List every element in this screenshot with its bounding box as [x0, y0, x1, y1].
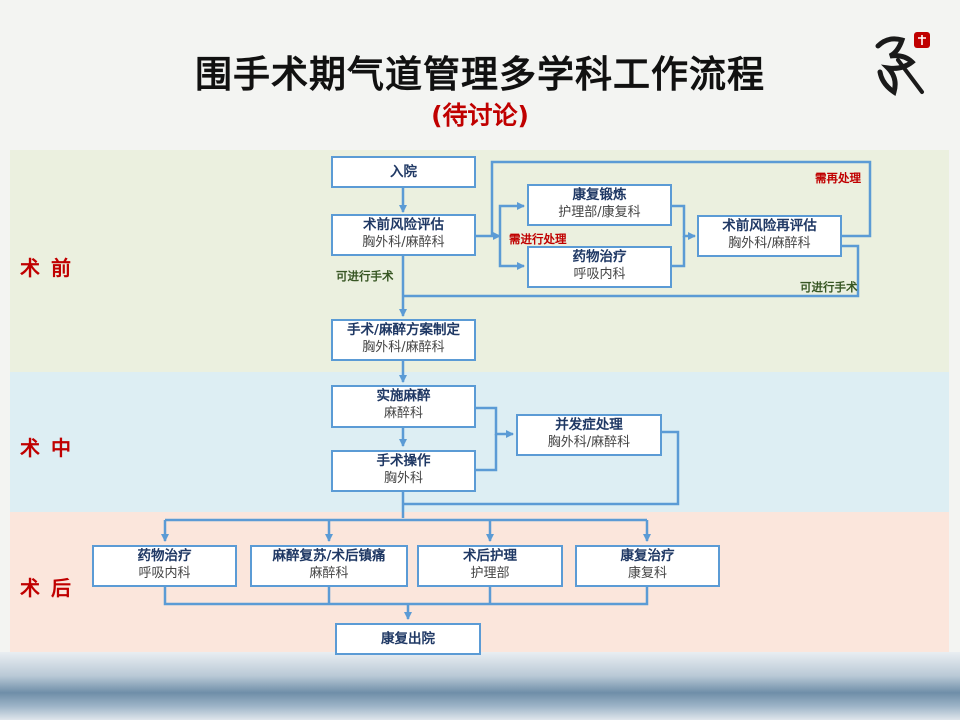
label-needs-treatment: 需进行处理 — [509, 232, 567, 246]
node-admission: 入院 — [331, 156, 476, 188]
page-title: 围手术期气道管理多学科工作流程 — [195, 53, 765, 96]
calligraphy-logo — [875, 32, 930, 96]
node-rehab-exercise: 康复锻炼 护理部/康复科 — [527, 184, 672, 226]
pre-op-band — [10, 150, 949, 372]
node-operation: 手术操作 胸外科 — [331, 450, 476, 492]
node-risk-assessment: 术前风险评估 胸外科/麻醉科 — [331, 214, 476, 256]
phase-label-pre: 术 前 — [20, 256, 73, 280]
node-rehab-therapy: 康复治疗 康复科 — [575, 545, 720, 587]
node-complication: 并发症处理 胸外科/麻醉科 — [516, 414, 662, 456]
node-drug-therapy-post: 药物治疗 呼吸内科 — [92, 545, 237, 587]
node-plan: 手术/麻醉方案制定 胸外科/麻醉科 — [331, 319, 476, 361]
node-anesthesia: 实施麻醉 麻醉科 — [331, 385, 476, 428]
page-subtitle: (待讨论) — [431, 101, 529, 130]
intra-op-band — [10, 372, 949, 512]
label-surgery-ok-2: 可进行手术 — [800, 280, 858, 294]
label-needs-retreat: 需再处理 — [815, 171, 861, 185]
node-nursing: 术后护理 护理部 — [417, 545, 563, 587]
node-discharge: 康复出院 — [335, 623, 481, 655]
node-risk-reassessment: 术前风险再评估 胸外科/麻醉科 — [697, 215, 842, 257]
node-recovery: 麻醉复苏/术后镇痛 麻醉科 — [250, 545, 408, 587]
phase-label-intra: 术 中 — [20, 436, 73, 460]
phase-label-post: 术 后 — [20, 576, 73, 600]
label-surgery-ok-1: 可进行手术 — [336, 269, 394, 283]
water-decoration — [0, 652, 960, 720]
node-drug-therapy-pre: 药物治疗 呼吸内科 — [527, 246, 672, 288]
